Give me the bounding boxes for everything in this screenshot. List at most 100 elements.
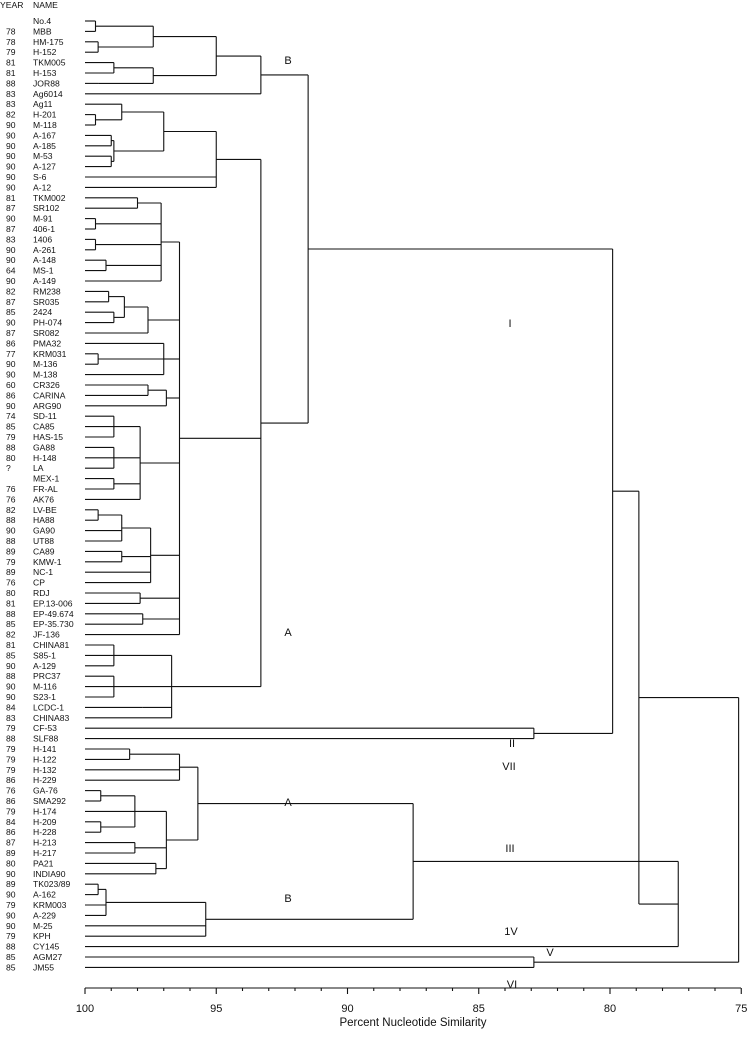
- leaf-year: 88: [6, 515, 16, 525]
- leaf-name: EP.13-006: [33, 598, 73, 608]
- leaf-year: 90: [6, 692, 16, 702]
- leaf-name: INDIA90: [33, 869, 66, 879]
- leaf-year: 87: [6, 838, 16, 848]
- leaf-year: 90: [6, 401, 16, 411]
- leaf-name: PMA32: [33, 338, 61, 348]
- leaf-year: 76: [6, 484, 16, 494]
- leaf-year: 86: [6, 796, 16, 806]
- leaf-name: EP-35.730: [33, 619, 74, 629]
- leaf-name: LA: [33, 463, 44, 473]
- leaf-year: 87: [6, 328, 16, 338]
- leaf-year: 90: [6, 151, 16, 161]
- leaf-name: LCDC-1: [33, 702, 64, 712]
- leaf-name: JF-136: [33, 630, 60, 640]
- clade-label: VII: [502, 761, 515, 773]
- leaf-name: No.4: [33, 16, 51, 26]
- leaf-name: Ag6014: [33, 89, 63, 99]
- leaf-name: H-217: [33, 848, 57, 858]
- leaf-name: CA89: [33, 546, 55, 556]
- leaf-name: AK76: [33, 494, 54, 504]
- leaf-name: HA88: [33, 515, 55, 525]
- leaf-name: A-149: [33, 276, 56, 286]
- leaf-year: 79: [6, 432, 16, 442]
- leaf-year: 84: [6, 702, 16, 712]
- leaf-name: HM-175: [33, 37, 64, 47]
- leaf-name: M-116: [33, 682, 57, 692]
- leaf-year: 90: [6, 682, 16, 692]
- leaf-year: 82: [6, 286, 16, 296]
- tree-branches: [85, 20, 740, 968]
- leaf-year: ?: [6, 463, 11, 473]
- leaf-name: MS-1: [33, 266, 54, 276]
- leaf-year: 90: [6, 921, 16, 931]
- leaf-year: 88: [6, 942, 16, 952]
- leaf-year: 86: [6, 338, 16, 348]
- leaf-name: KRM003: [33, 900, 67, 910]
- leaf-year: 85: [6, 307, 16, 317]
- leaf-name: 1406: [33, 234, 52, 244]
- leaf-year: 90: [6, 141, 16, 151]
- leaf-year: 90: [6, 276, 16, 286]
- leaf-name: CR326: [33, 380, 60, 390]
- leaf-year: 89: [6, 879, 16, 889]
- leaf-name: CF-53: [33, 723, 57, 733]
- clade-label: B: [284, 55, 291, 67]
- leaf-name: MBB: [33, 26, 52, 36]
- leaf-name: PA21: [33, 858, 54, 868]
- leaf-year: 86: [6, 775, 16, 785]
- leaf-year: 85: [6, 650, 16, 660]
- leaf-year: 83: [6, 99, 16, 109]
- leaf-name: A-167: [33, 130, 56, 140]
- leaf-name: KMW-1: [33, 557, 62, 567]
- leaf-name: H-152: [33, 47, 57, 57]
- leaf-year: 90: [6, 245, 16, 255]
- leaf-name: SR082: [33, 328, 59, 338]
- leaf-name: H-213: [33, 838, 57, 848]
- leaf-name: S-6: [33, 172, 47, 182]
- clade-label: VI: [507, 979, 517, 991]
- leaf-name: H-132: [33, 765, 57, 775]
- leaf-year: 90: [6, 370, 16, 380]
- leaf-year: 86: [6, 390, 16, 400]
- leaf-year: 90: [6, 120, 16, 130]
- leaf-name: M-53: [33, 151, 53, 161]
- leaf-name: RM238: [33, 286, 61, 296]
- leaf-name: M-118: [33, 120, 57, 130]
- leaf-year: 87: [6, 203, 16, 213]
- leaf-year: 88: [6, 78, 16, 88]
- leaf-year: 82: [6, 505, 16, 515]
- leaf-year: 76: [6, 578, 16, 588]
- leaf-name: M-25: [33, 921, 53, 931]
- leaf-name: JM55: [33, 962, 54, 972]
- leaf-name: FR-AL: [33, 484, 58, 494]
- leaf-name: EP-49.674: [33, 609, 74, 619]
- leaf-name: A-129: [33, 661, 56, 671]
- x-axis-title: Percent Nucleotide Similarity: [339, 1017, 486, 1029]
- leaf-name: NC-1: [33, 567, 53, 577]
- leaf-name: H-209: [33, 817, 57, 827]
- leaf-year: 77: [6, 349, 16, 359]
- leaf-year: 82: [6, 630, 16, 640]
- leaf-name: SLF88: [33, 734, 59, 744]
- leaf-year: 89: [6, 546, 16, 556]
- leaf-name: CHINA81: [33, 640, 70, 650]
- x-tick-label: 75: [735, 1003, 747, 1015]
- leaf-year: 90: [6, 214, 16, 224]
- leaf-year: 76: [6, 786, 16, 796]
- clade-label: II: [509, 738, 515, 750]
- x-tick-label: 90: [341, 1003, 353, 1015]
- leaf-year: 80: [6, 453, 16, 463]
- leaf-name: MEX-1: [33, 474, 59, 484]
- leaf-year: 90: [6, 359, 16, 369]
- leaf-name: CARINA: [33, 390, 66, 400]
- leaf-year: 79: [6, 806, 16, 816]
- leaf-name: JOR88: [33, 78, 60, 88]
- leaf-year: 79: [6, 931, 16, 941]
- leaf-year: 79: [6, 754, 16, 764]
- leaf-name: SMA292: [33, 796, 66, 806]
- leaf-name: ARG90: [33, 401, 61, 411]
- leaf-name: Ag11: [33, 99, 53, 109]
- leaf-name: H-153: [33, 68, 57, 78]
